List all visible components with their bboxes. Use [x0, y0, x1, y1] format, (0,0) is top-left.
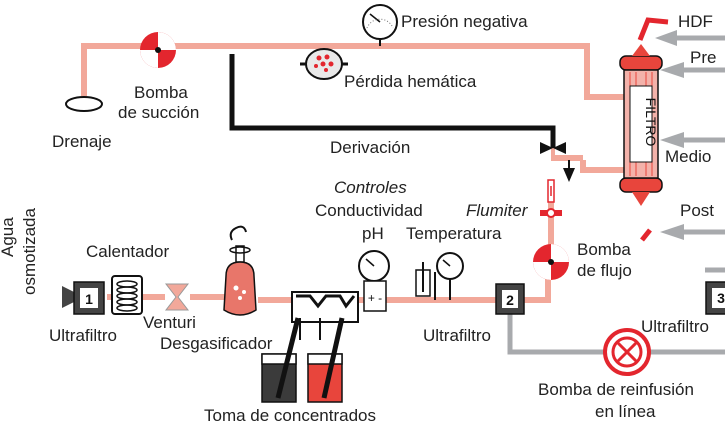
- venturi-icon: [164, 283, 190, 311]
- gray-lines: [507, 35, 725, 355]
- temperature-label: Temperatura: [406, 224, 502, 243]
- ultrafilter-1-number: 1: [85, 291, 93, 307]
- bypass-label: Derivación: [330, 138, 411, 157]
- bypass-line: [229, 54, 556, 148]
- reinfusion-pump-icon: [603, 328, 651, 376]
- ultrafilter-2-number: 2: [506, 292, 514, 308]
- suction-pump-label-line2: de succión: [118, 103, 200, 122]
- drain-label: Drenaje: [52, 132, 112, 151]
- heater-label: Calentador: [86, 242, 170, 261]
- suction-pump-label-line1: Bomba: [134, 83, 188, 102]
- reinfusion-pump-label-line1: Bomba de reinfusión: [538, 380, 694, 399]
- medio-label: Medio: [665, 147, 712, 166]
- negative-pressure-label: Presión negativa: [401, 12, 528, 31]
- flumiter-icon: [540, 179, 562, 218]
- flow-pump-icon: [533, 244, 569, 280]
- water-label-line2: osmotizada: [20, 208, 39, 295]
- venturi-label: Venturi: [143, 313, 196, 332]
- gray-arrowheads: [655, 30, 684, 240]
- concentrate-mixer-icon: [291, 291, 359, 340]
- concentrate-containers-icon: [261, 317, 345, 403]
- top-dialysate-line: [81, 43, 625, 100]
- svg-text:+ -: + -: [368, 291, 382, 305]
- flow-pump-label-line1: Bomba: [577, 240, 631, 259]
- dialysate-lines: [81, 43, 625, 303]
- ultrafilter-1-label: Ultrafiltro: [49, 326, 118, 345]
- pre-label: Pre: [690, 48, 717, 67]
- conductivity-label: Conductividad: [315, 201, 423, 220]
- blood-leak-detector-icon: [300, 48, 348, 80]
- filter-label: FILTRO: [643, 98, 659, 147]
- concentrates-label: Toma de concentrados: [204, 406, 376, 425]
- degasser-label: Desgasificador: [160, 334, 273, 353]
- ph-label: pH: [362, 224, 384, 243]
- conductivity-meter-icon: + -: [358, 250, 390, 312]
- filter-icon: [619, 17, 669, 242]
- drain-icon: [65, 96, 103, 112]
- flow-pump-label-line2: de flujo: [577, 261, 632, 280]
- ultrafilter-3-label: Ultrafiltro: [641, 317, 710, 336]
- flumiter-label: Flumiter: [466, 201, 528, 220]
- ultrafilter-2-icon: 2: [495, 283, 525, 315]
- filter-outlet-line: [580, 160, 625, 173]
- temperature-sensor-icon: [415, 252, 464, 300]
- reinfusion-line-left: [507, 308, 604, 355]
- reinfusion-pump-label-line2: en línea: [595, 402, 656, 421]
- suction-pump-icon: [140, 32, 176, 68]
- ultrafilter-3-number: 3: [717, 290, 725, 306]
- negative-pressure-gauge-icon: [362, 4, 398, 46]
- ultrafilter-1-icon: 1: [62, 281, 105, 315]
- blood-leak-label: Pérdida hemática: [344, 72, 477, 91]
- bypass-valve-icon: [540, 142, 575, 182]
- ultrafilter-2-label: Ultrafiltro: [423, 326, 492, 345]
- degasser-icon: [223, 225, 257, 316]
- water-label-line1: Agua: [0, 217, 17, 257]
- hdf-label: HDF: [678, 12, 713, 31]
- controls-label: Controles: [334, 178, 407, 197]
- ultrafilter-3-icon: 3: [705, 281, 725, 315]
- heater-icon: [111, 275, 143, 315]
- post-label: Post: [680, 201, 715, 220]
